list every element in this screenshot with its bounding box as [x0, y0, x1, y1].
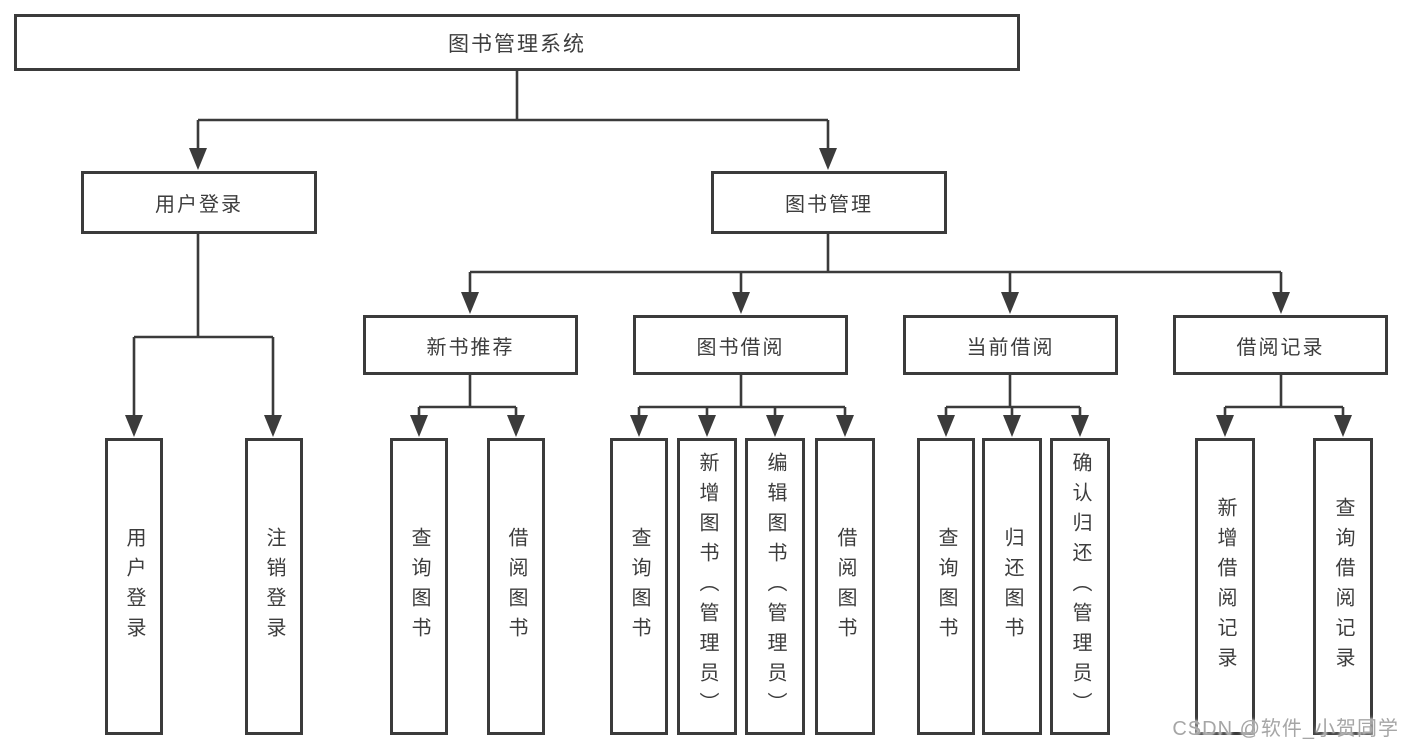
node-leaf-add-book-admin: 新增图书（管理员）: [677, 438, 737, 735]
node-label: 图书管理系统: [448, 32, 586, 56]
node-leaf-search-borrow-record: 查询借阅记录: [1313, 438, 1373, 735]
node-label: 借阅图书: [505, 526, 527, 647]
node-book-management: 图书管理: [711, 171, 947, 234]
node-label: 图书管理: [785, 194, 873, 216]
node-library-management-system: 图书管理系统: [14, 14, 1020, 71]
node-leaf-borrow-book-2: 借阅图书: [815, 438, 875, 735]
node-label: 新增借阅记录: [1214, 496, 1236, 677]
node-label: 查询图书: [628, 526, 650, 647]
node-label: 新书推荐: [426, 336, 515, 359]
node-user-login: 用户登录: [81, 171, 317, 234]
node-label: 查询图书: [935, 526, 957, 647]
node-leaf-search-books-3: 查询图书: [917, 438, 975, 735]
node-leaf-confirm-return-admin: 确认归还（管理员）: [1050, 438, 1110, 735]
node-label: 查询图书: [408, 526, 430, 647]
node-label: 注销登录: [263, 526, 285, 647]
node-label: 借阅记录: [1236, 336, 1325, 359]
node-new-book-recommend: 新书推荐: [363, 315, 578, 375]
node-label: 用户登录: [155, 194, 243, 216]
node-leaf-return-book: 归还图书: [982, 438, 1042, 735]
node-label: 用户登录: [123, 526, 145, 647]
node-leaf-logout: 注销登录: [245, 438, 303, 735]
node-current-borrow: 当前借阅: [903, 315, 1118, 375]
node-label: 编辑图书（管理员）: [764, 451, 786, 722]
watermark: CSDN @软件_小贺同学: [1172, 718, 1399, 740]
node-leaf-edit-book-admin: 编辑图书（管理员）: [745, 438, 805, 735]
node-leaf-borrow-book: 借阅图书: [487, 438, 545, 735]
node-borrow-records: 借阅记录: [1173, 315, 1388, 375]
node-book-borrow: 图书借阅: [633, 315, 848, 375]
node-leaf-search-books-2: 查询图书: [610, 438, 668, 735]
node-leaf-search-books: 查询图书: [390, 438, 448, 735]
node-label: 当前借阅: [966, 336, 1055, 359]
node-leaf-add-borrow-record: 新增借阅记录: [1195, 438, 1255, 735]
node-leaf-user-login: 用户登录: [105, 438, 163, 735]
node-label: 借阅图书: [834, 526, 856, 647]
node-label: 新增图书（管理员）: [696, 451, 718, 722]
node-label: 图书借阅: [696, 336, 785, 359]
node-label: 归还图书: [1001, 526, 1023, 647]
node-label: 查询借阅记录: [1332, 496, 1354, 677]
node-label: 确认归还（管理员）: [1069, 451, 1091, 722]
